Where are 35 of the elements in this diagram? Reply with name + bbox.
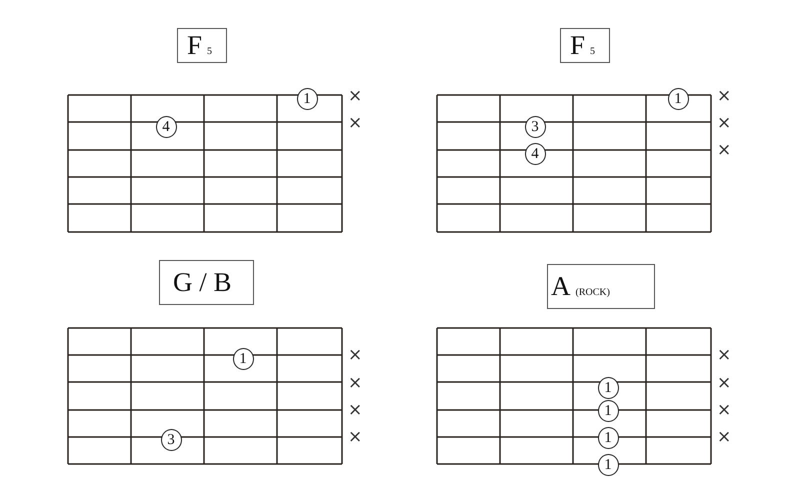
finger-marker: 4 [156, 116, 176, 138]
finger-marker: 1 [598, 400, 618, 422]
chord-name-box [560, 28, 610, 63]
muted-string-mark: × [348, 347, 362, 363]
chord-suffix: (ROCK) [576, 287, 610, 299]
chord-suffix: 5 [590, 46, 596, 58]
chord-name: A [551, 271, 570, 301]
finger-marker: 3 [160, 429, 182, 451]
finger-marker: 1 [296, 88, 318, 110]
chord-suffix: 5 [207, 46, 212, 58]
finger-marker: 1 [668, 88, 688, 110]
muted-string-mark: × [717, 115, 731, 131]
chord-name-box [159, 260, 254, 305]
chord-name: F [570, 30, 586, 60]
muted-string-mark: × [717, 375, 731, 391]
muted-string-mark: × [348, 375, 362, 391]
finger-marker: 1 [598, 377, 618, 399]
finger-marker: 4 [524, 143, 546, 165]
chord-name-box [177, 28, 227, 63]
finger-marker: 1 [598, 427, 618, 449]
chord-name: F [187, 30, 202, 60]
muted-string-mark: × [348, 402, 362, 418]
muted-string-mark: × [717, 142, 731, 158]
finger-marker: 1 [598, 454, 618, 476]
muted-string-mark: × [348, 429, 362, 445]
muted-string-mark: × [348, 88, 362, 104]
chord-name-box [547, 264, 655, 309]
chord-name: G / B [173, 267, 232, 297]
finger-marker: 3 [524, 116, 546, 138]
muted-string-mark: × [348, 115, 362, 131]
muted-string-mark: × [717, 402, 731, 418]
finger-marker: 1 [232, 348, 254, 370]
muted-string-mark: × [717, 88, 731, 104]
muted-string-mark: × [717, 429, 731, 445]
muted-string-mark: × [717, 347, 731, 363]
